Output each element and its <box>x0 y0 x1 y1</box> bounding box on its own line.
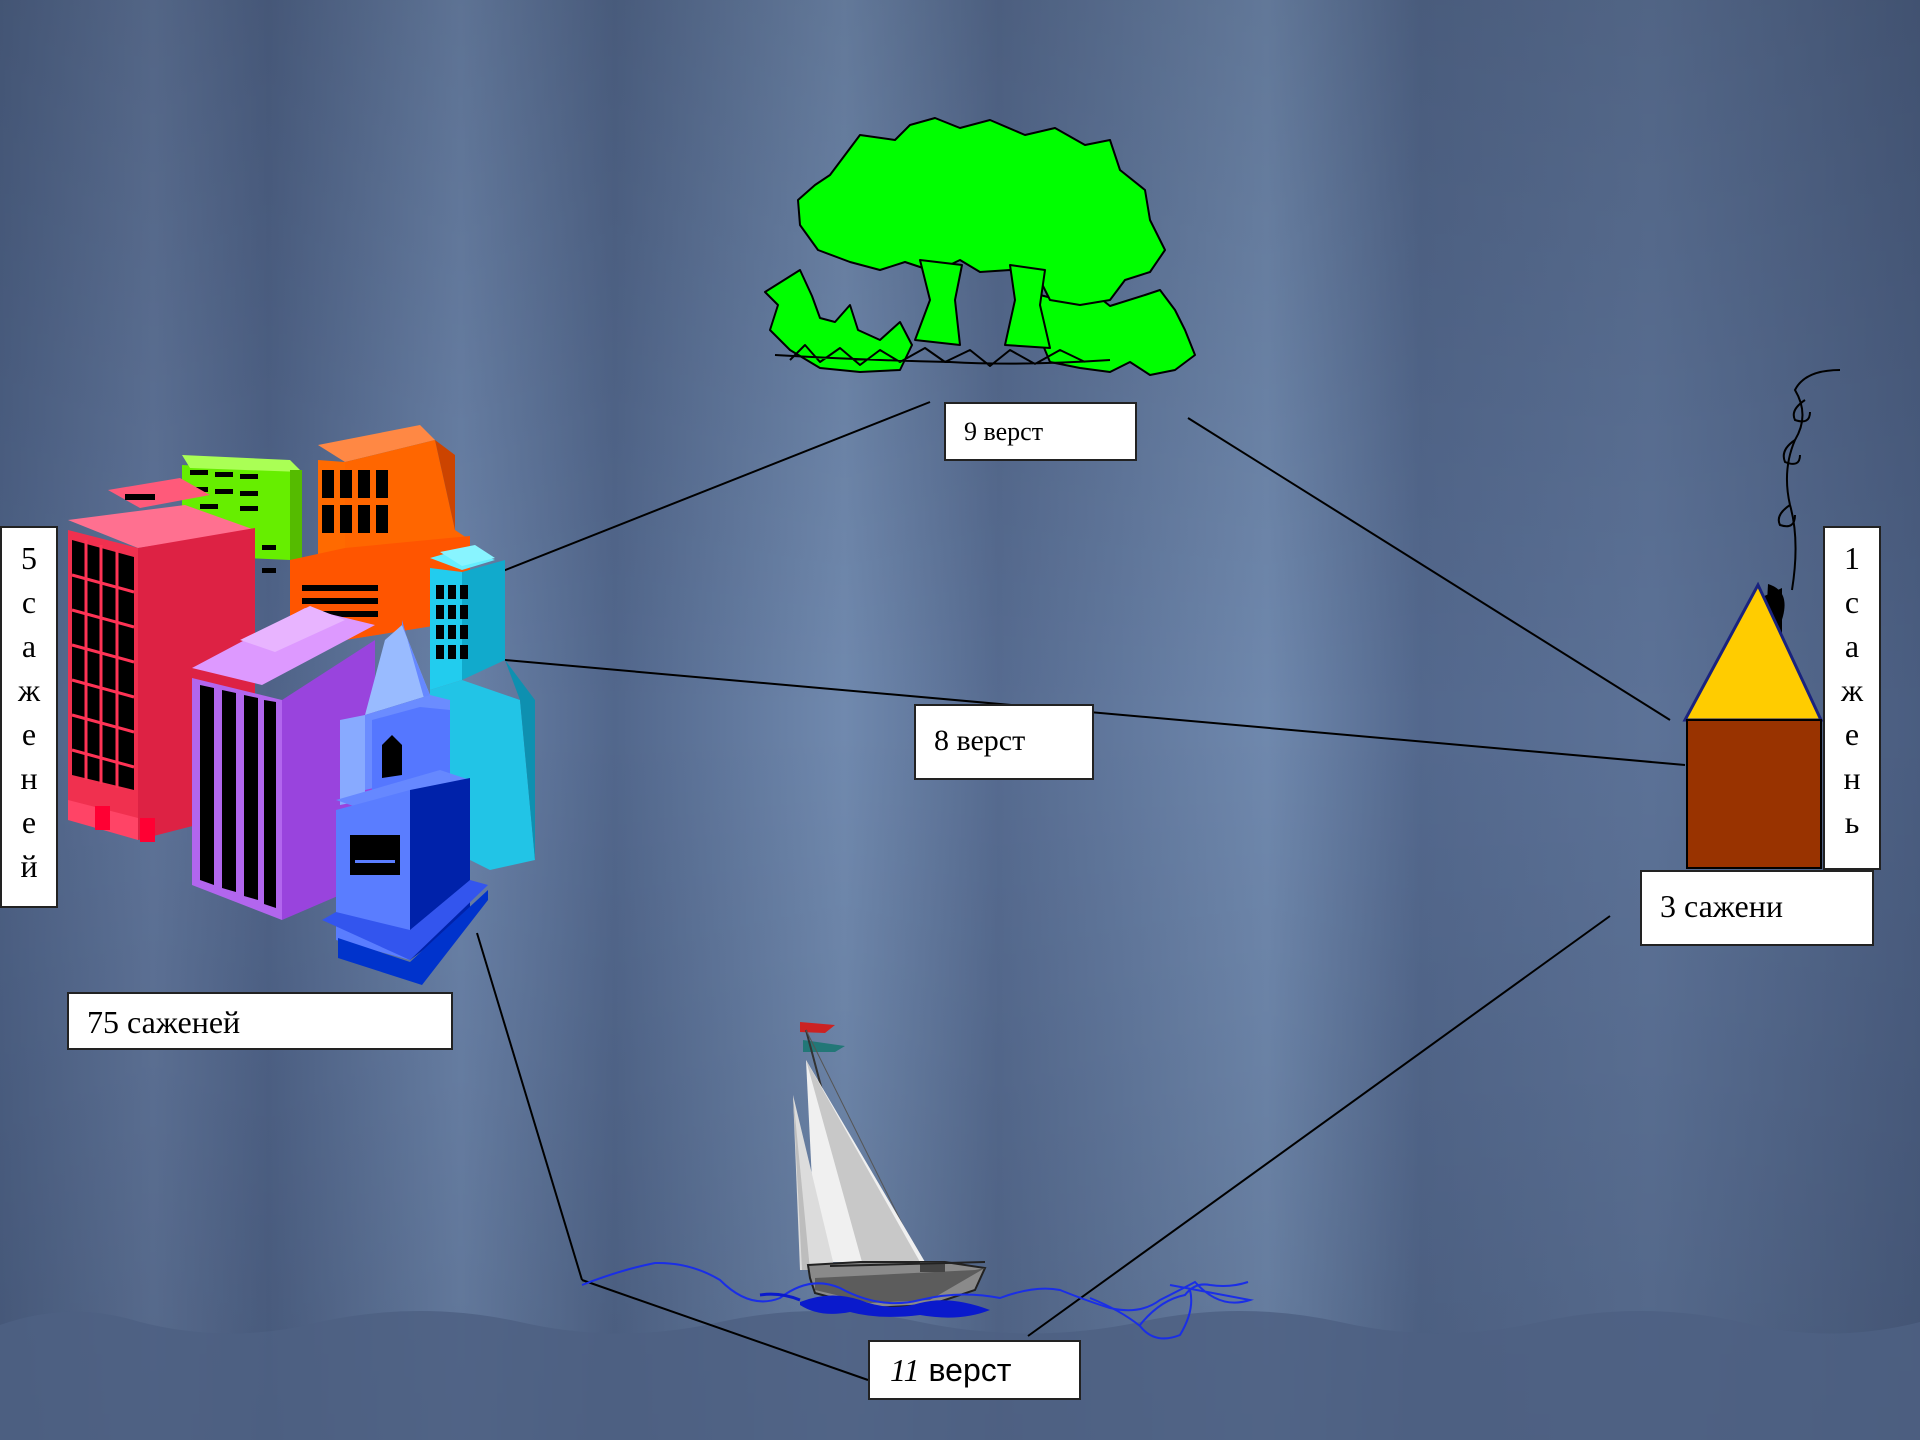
city-height-char: е <box>21 716 37 752</box>
house-icon <box>1682 369 1841 869</box>
tree-icon <box>764 117 1196 376</box>
city-height-char: н <box>20 760 38 796</box>
house-height-char: е <box>1844 716 1860 752</box>
city-height-char: а <box>21 628 37 664</box>
city-height-char: с <box>21 584 37 620</box>
line-boat-house <box>1027 915 1611 1337</box>
house-height-char: с <box>1844 584 1860 620</box>
line-boat-label <box>581 1279 869 1381</box>
line-city-tree <box>479 401 931 581</box>
city-height-char: й <box>20 848 38 884</box>
city-height-char: ж <box>17 672 41 708</box>
line-city-boat <box>476 932 583 1281</box>
city-width-label: 75 саженей <box>67 992 453 1050</box>
tree-distance-text: 9 верст <box>964 417 1044 446</box>
city-height-char: е <box>21 804 37 840</box>
boat-distance-unit: верст <box>919 1352 1012 1388</box>
city-buildings-icon <box>68 425 535 985</box>
boat-distance-number: 11 <box>890 1352 920 1388</box>
house-height-char: ь <box>1844 804 1860 840</box>
city-width-text: 75 саженей <box>87 1004 241 1040</box>
house-height-char: н <box>1843 760 1861 796</box>
city-house-distance-text: 8 верст <box>934 724 1026 757</box>
house-height-char: ж <box>1840 672 1864 708</box>
water-waves-icon <box>581 1261 1254 1340</box>
connector-lines <box>476 401 1686 1381</box>
tree-distance-label: 9 верст <box>944 402 1137 461</box>
house-width-text: 3 сажени <box>1660 888 1783 924</box>
house-height-char: а <box>1844 628 1860 664</box>
city-height-char: 5 <box>21 540 37 576</box>
line-city-house <box>504 659 1686 766</box>
city-house-distance-label: 8 верст <box>914 704 1094 780</box>
house-height-char: 1 <box>1844 540 1860 576</box>
line-tree-house <box>1187 417 1671 721</box>
boat-distance-label: 11 верст <box>868 1340 1081 1400</box>
house-width-label: 3 сажени <box>1640 870 1874 946</box>
sailboat-icon <box>793 1022 987 1310</box>
